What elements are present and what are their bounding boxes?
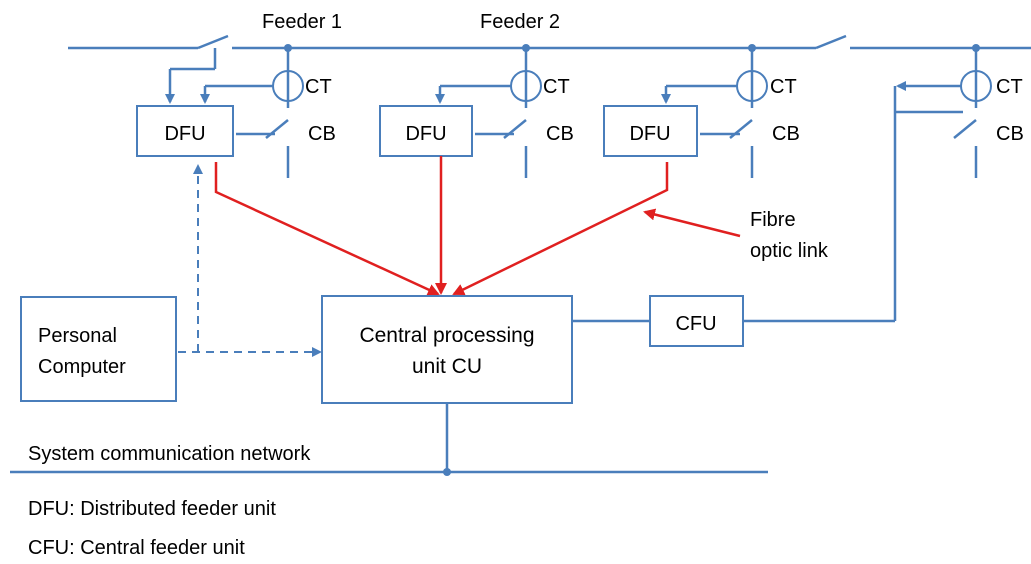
cu-label-line2: unit CU bbox=[412, 355, 482, 378]
fibre-callout-arrow bbox=[643, 208, 741, 238]
ct-2-label: CT bbox=[543, 76, 570, 98]
pc-label-line2: Computer bbox=[38, 356, 126, 378]
cb-3-label: CB bbox=[772, 123, 800, 145]
dfu-1-label: DFU bbox=[164, 123, 205, 145]
fibre-optic-links bbox=[214, 156, 741, 296]
dfu-2-label: DFU bbox=[405, 123, 446, 145]
cb-4-label: CB bbox=[996, 123, 1024, 145]
legend-dfu: DFU: Distributed feeder unit bbox=[28, 498, 276, 520]
dfu-1-box bbox=[136, 105, 234, 157]
cfu-box bbox=[649, 295, 744, 347]
pc-label-line1: Personal bbox=[38, 325, 117, 347]
cb-1-label: CB bbox=[308, 123, 336, 145]
ct-4-label: CT bbox=[996, 76, 1023, 98]
feeder-bay-1: DFU CT CB bbox=[136, 48, 336, 178]
feeder-bay-2: DFU CT CB bbox=[379, 48, 574, 178]
pc-dashed-links bbox=[178, 164, 322, 357]
dfu-2-box bbox=[379, 105, 473, 157]
central-unit-box bbox=[321, 295, 573, 404]
ct-1-label: CT bbox=[305, 76, 332, 98]
dfu-3-box bbox=[603, 105, 698, 157]
fibre-label-line1: Fibre bbox=[750, 209, 796, 231]
feeder-bay-3: DFU CT CB bbox=[603, 48, 800, 178]
network-label: System communication network bbox=[28, 443, 311, 465]
network-node bbox=[443, 468, 451, 476]
personal-computer-box bbox=[20, 296, 177, 402]
feeder-bay-4: CT CB bbox=[893, 48, 1024, 321]
bus-switch-left bbox=[197, 34, 229, 50]
busbar bbox=[68, 34, 1031, 52]
feeder-2-label: Feeder 2 bbox=[480, 11, 560, 33]
cfu-label: CFU bbox=[675, 313, 716, 335]
fibre-label-line2: optic link bbox=[750, 240, 829, 262]
cb-2-label: CB bbox=[546, 123, 574, 145]
legend-cfu: CFU: Central feeder unit bbox=[28, 537, 245, 559]
bus-switch-right bbox=[815, 34, 847, 50]
ct-3-label: CT bbox=[770, 76, 797, 98]
feeder-1-label: Feeder 1 bbox=[262, 11, 342, 33]
cu-label-line1: Central processing bbox=[359, 324, 534, 347]
dfu-3-label: DFU bbox=[629, 123, 670, 145]
